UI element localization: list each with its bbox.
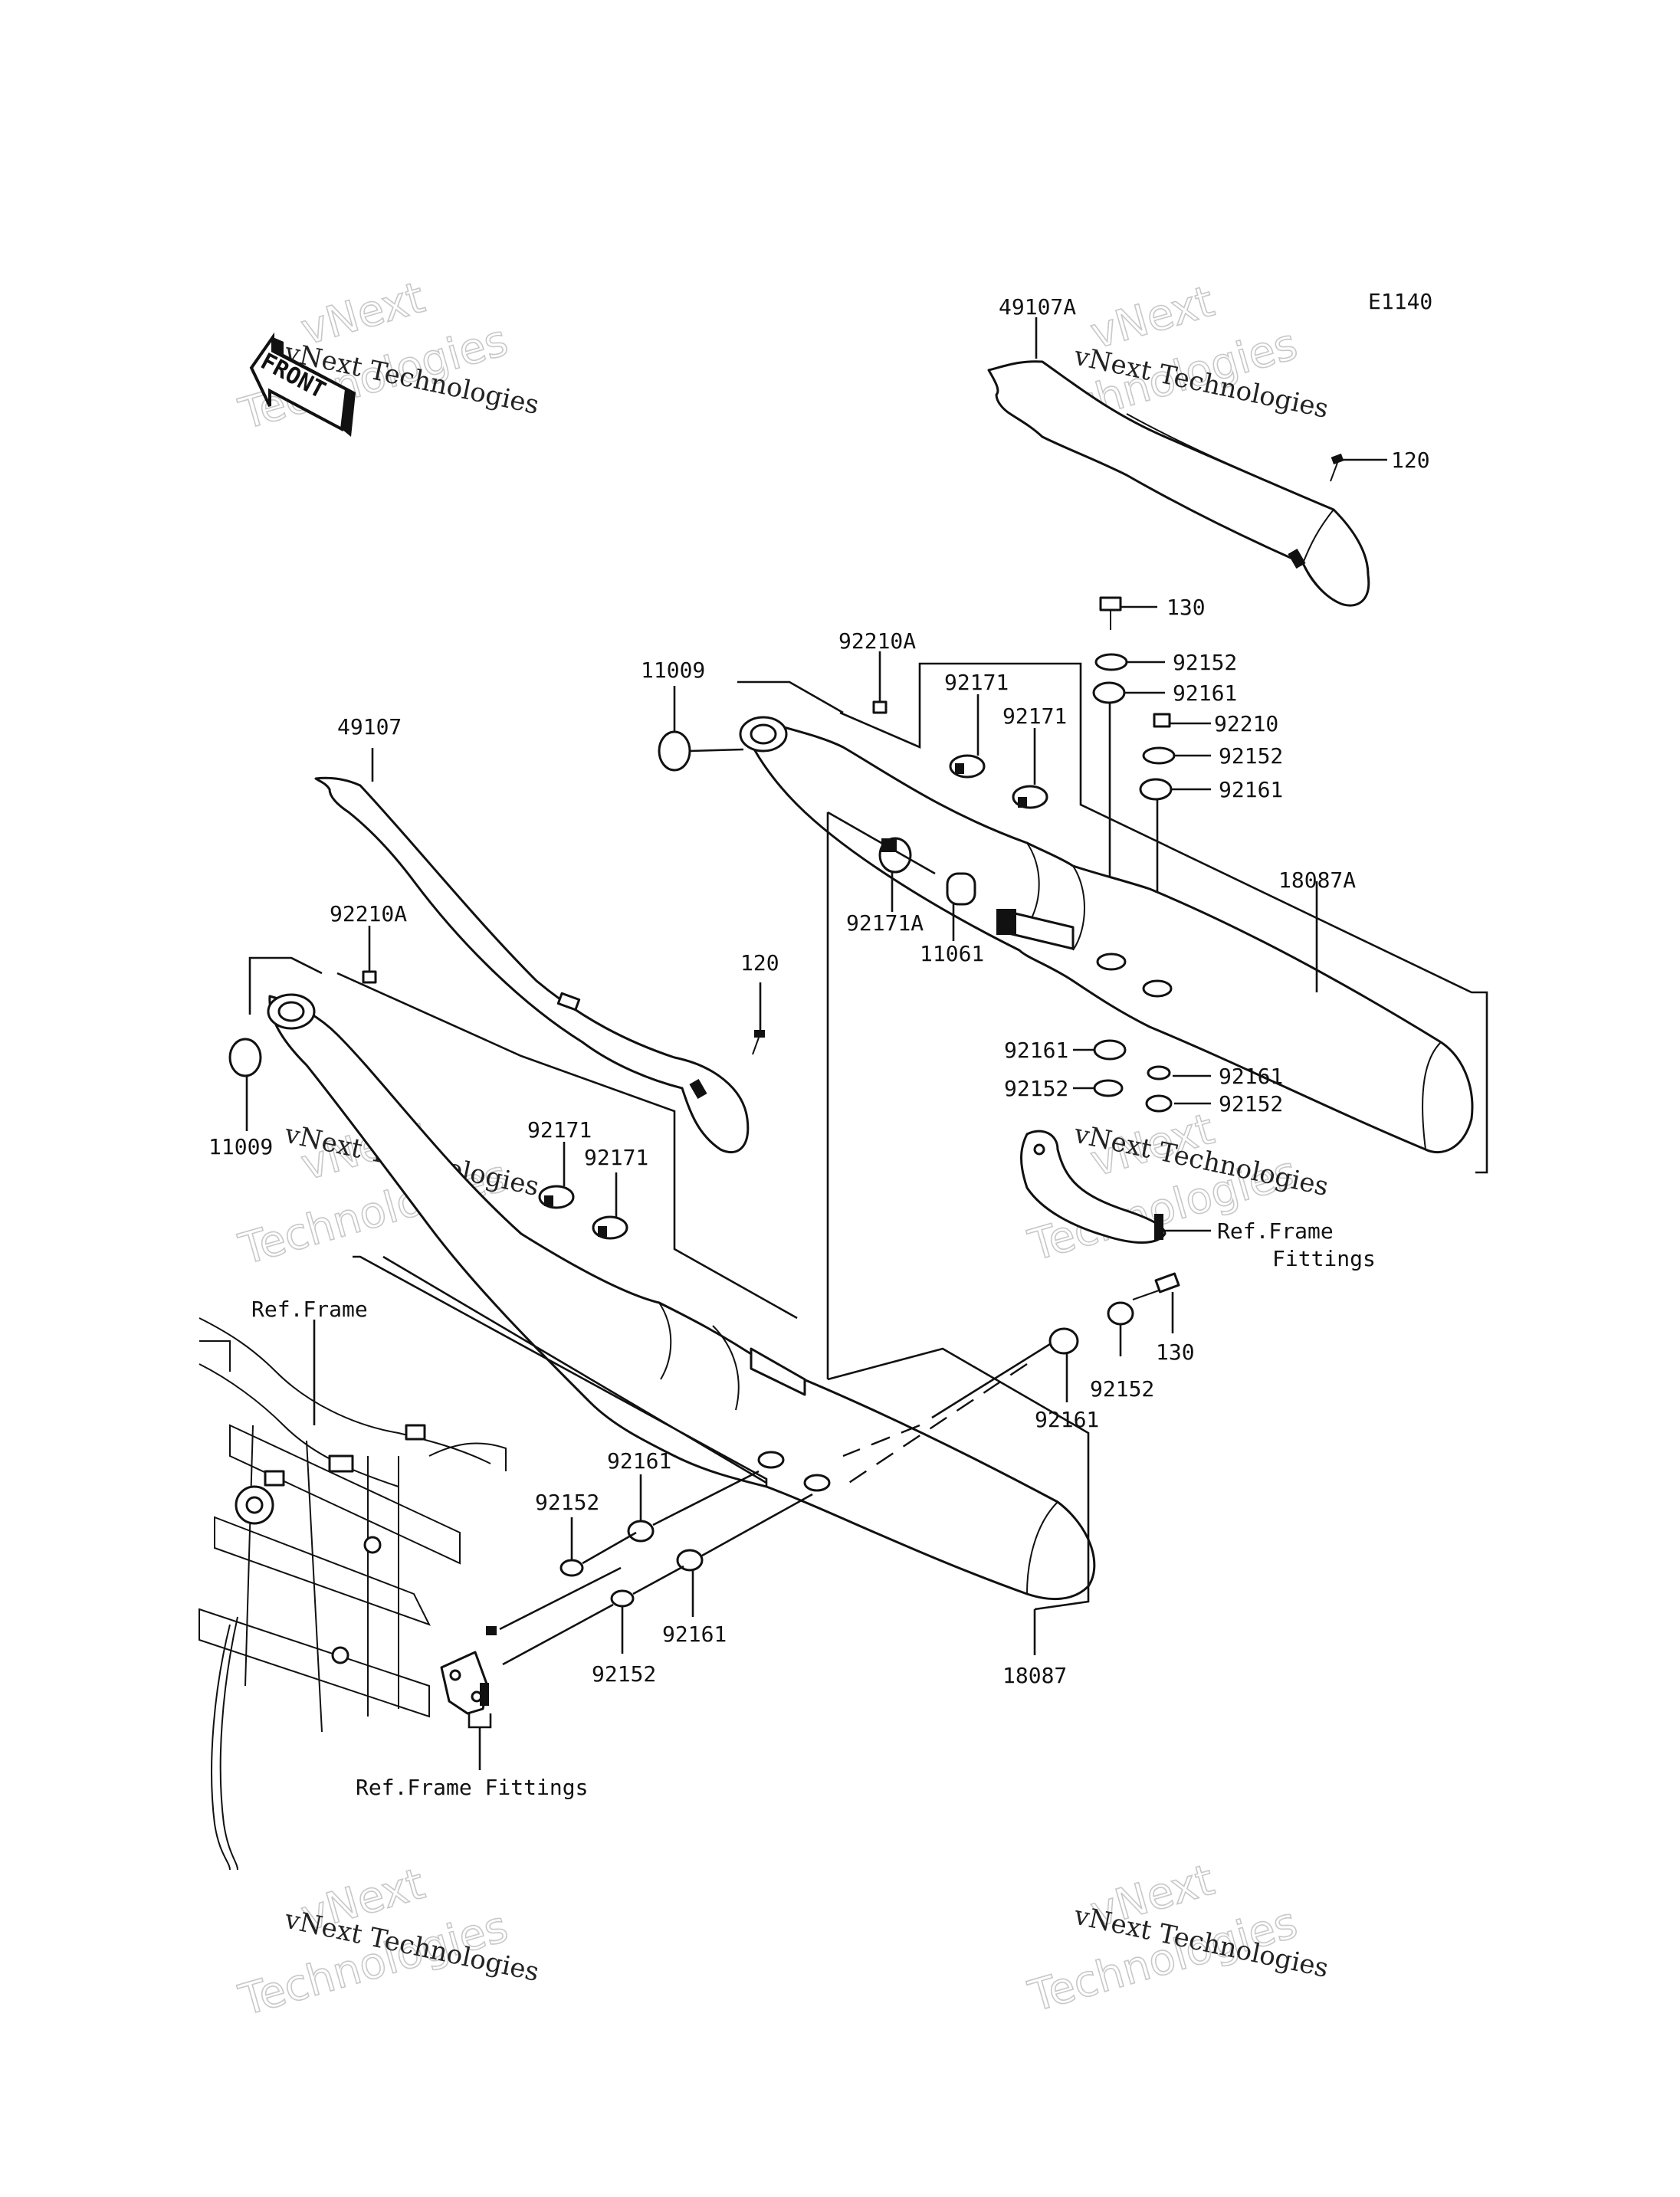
label-92152-c: 92152 — [1004, 1076, 1068, 1101]
clamp-92171-b — [1012, 785, 1048, 809]
label-92161-f: 92161 — [607, 1448, 671, 1474]
watermark-bottom-right: vNext Technologies vNext Technologies — [1022, 1854, 1331, 2022]
label-ref-frame: Ref.Frame — [251, 1297, 368, 1322]
nut-92210a-bot — [362, 970, 377, 984]
front-arrow-icon: FRONT — [249, 332, 356, 437]
bolt-120-bot — [752, 1030, 765, 1055]
clamp-92171-c — [538, 1185, 575, 1209]
leader-mid-top — [827, 811, 936, 875]
leader-lower-a — [931, 1343, 1051, 1419]
label-92210: 92210 — [1214, 711, 1278, 736]
label-120-top: 120 — [1391, 448, 1430, 473]
label-11009-bot: 11009 — [208, 1134, 273, 1159]
joint-pipe — [996, 909, 1075, 950]
label-18087a: 18087A — [1278, 867, 1356, 893]
leader-18087-b — [827, 1347, 1090, 1611]
frame-reference — [199, 1317, 507, 1871]
leader-dash-b — [842, 1363, 1028, 1487]
label-92171a: 92171A — [846, 910, 924, 936]
nut-92210a-top — [872, 700, 888, 714]
label-92161-a: 92161 — [1173, 680, 1237, 706]
label-92161-b: 92161 — [1219, 777, 1283, 802]
leader-dash-a — [842, 1424, 920, 1458]
bolt-120-top — [1330, 453, 1344, 482]
bolt-130-top — [1099, 596, 1122, 630]
label-92161-c: 92161 — [1004, 1038, 1068, 1063]
washer-92152-b — [1142, 746, 1176, 765]
heat-guard-49107a — [987, 360, 1370, 607]
clamp-92171a — [878, 837, 912, 874]
diagram-code: E1140 — [1368, 289, 1432, 314]
label-92171-a: 92171 — [944, 670, 1009, 695]
label-92171-d: 92171 — [584, 1145, 648, 1170]
label-92152-f: 92152 — [535, 1490, 599, 1515]
leader-92152-f-b — [582, 1531, 637, 1565]
label-92171-c: 92171 — [527, 1117, 592, 1143]
leader-bracket-bot — [248, 956, 323, 1015]
grommet-92161-f — [627, 1520, 655, 1543]
muffler-18087 — [267, 993, 1096, 1601]
leader-fitting-bot-a — [499, 1566, 622, 1631]
grommet-92161-e — [1048, 1327, 1079, 1355]
heat-guard-49107 — [314, 776, 750, 1154]
label-92152-b: 92152 — [1219, 743, 1283, 769]
leader-fitting-bot-b — [502, 1603, 614, 1666]
grommet-92161-d — [1147, 1065, 1171, 1080]
clamp-92171-a — [949, 754, 986, 779]
frame-fitting-bot — [440, 1626, 497, 1715]
grommet-92161-g — [676, 1549, 704, 1572]
collar-11061 — [946, 872, 976, 906]
washer-92152-f — [559, 1559, 584, 1577]
label-11061: 11061 — [920, 941, 984, 966]
label-92152-d: 92152 — [1219, 1091, 1283, 1117]
label-92161-d: 92161 — [1219, 1064, 1283, 1089]
nut-92210 — [1153, 713, 1171, 728]
washer-92152-a — [1094, 653, 1128, 671]
label-130-bot: 130 — [1156, 1340, 1195, 1365]
label-120-bot: 120 — [740, 950, 779, 976]
leader-18087-upper — [336, 972, 798, 1320]
label-92152-g: 92152 — [592, 1661, 656, 1687]
gasket-11009-bot — [228, 1038, 262, 1077]
washer-92152-e — [1107, 1301, 1134, 1326]
leader-92152-g-b — [632, 1565, 684, 1595]
label-ref-frame-fittings-right-1: Ref.Frame — [1217, 1218, 1334, 1244]
grommet-92161-c — [1093, 1039, 1127, 1061]
label-ref-frame-fittings-right-2: Fittings — [1272, 1246, 1376, 1271]
gasket-11009-top — [658, 730, 691, 772]
label-92152-e: 92152 — [1090, 1376, 1154, 1402]
washer-92152-d — [1145, 1094, 1173, 1113]
grommet-92161-b — [1139, 778, 1173, 801]
leader-bracket-top — [737, 680, 844, 714]
frame-fitting-right — [1020, 1130, 1166, 1244]
label-ref-frame-fittings-bot: Ref.Frame Fittings — [356, 1775, 588, 1800]
label-92161-e: 92161 — [1035, 1407, 1099, 1432]
leader-92161-f-b — [652, 1470, 760, 1526]
leader-11009-top-b — [689, 748, 744, 753]
label-130-top: 130 — [1166, 595, 1206, 620]
label-92171-b: 92171 — [1002, 703, 1067, 729]
label-92210a-top: 92210A — [838, 628, 916, 654]
washer-92152-g — [610, 1589, 635, 1608]
leader-18087-c — [382, 1255, 767, 1484]
bolt-130-bot — [1132, 1272, 1180, 1300]
label-18087: 18087 — [1002, 1663, 1067, 1688]
clamp-92171-d — [592, 1215, 628, 1240]
leader-frame-fitting-bot — [468, 1713, 492, 1729]
washer-92152-c — [1093, 1079, 1124, 1097]
leader-18087a — [839, 662, 1488, 1174]
grommet-92161-a — [1092, 681, 1126, 704]
label-92210a-bot: 92210A — [330, 901, 407, 926]
label-92152-a: 92152 — [1173, 650, 1237, 675]
watermark-bottom-left: vNext Technologies vNext Technologies — [233, 1858, 542, 2026]
label-92161-g: 92161 — [662, 1622, 727, 1647]
label-49107: 49107 — [337, 714, 402, 739]
label-11009-top: 11009 — [641, 657, 705, 683]
muffler-18087a — [739, 716, 1474, 1154]
label-49107a: 49107A — [999, 294, 1076, 320]
leader-92161-g-b — [701, 1493, 813, 1557]
